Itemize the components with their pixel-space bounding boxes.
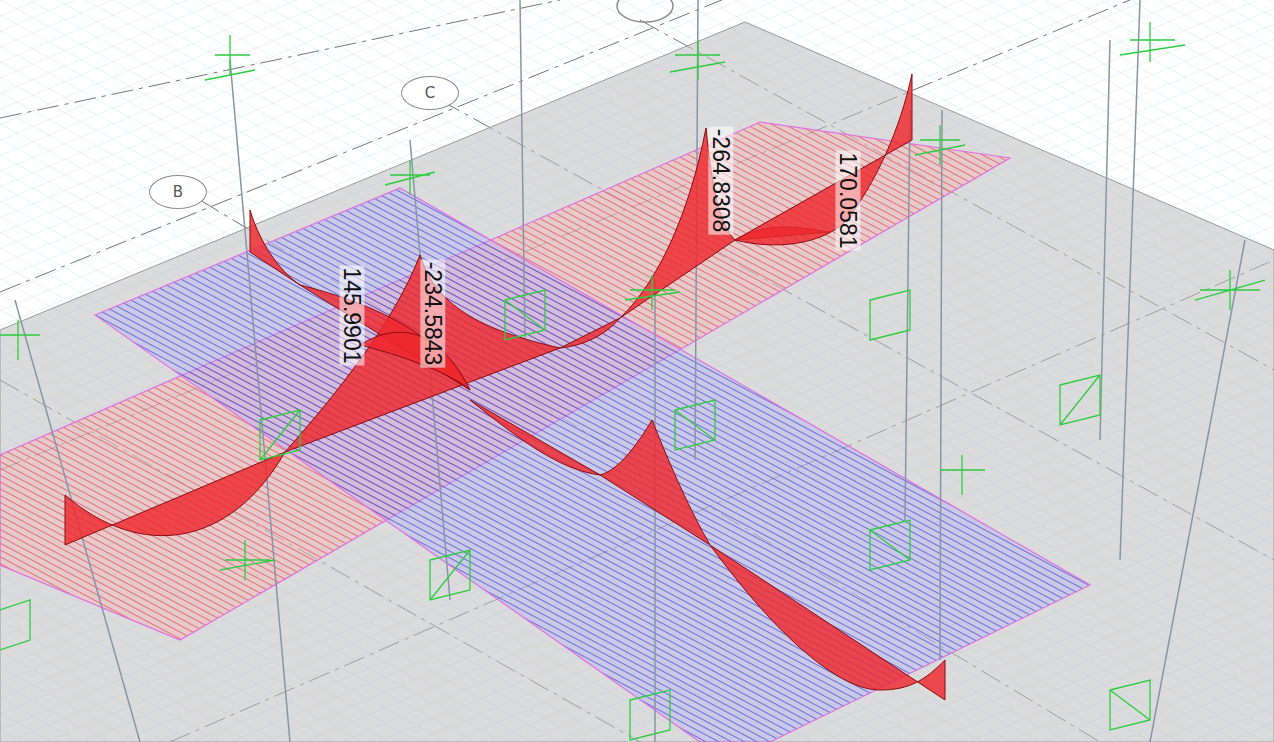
grid-bubble: B [149, 175, 207, 209]
grid-label: C [425, 84, 435, 102]
moment-value: 170.0581 [836, 150, 861, 250]
grid-bubble: C [401, 76, 459, 110]
moment-value: -264.8308 [709, 126, 734, 234]
grid-label: B [173, 183, 183, 201]
moment-value: -234.5843 [421, 259, 446, 367]
moment-value: 145.9901 [340, 265, 365, 365]
